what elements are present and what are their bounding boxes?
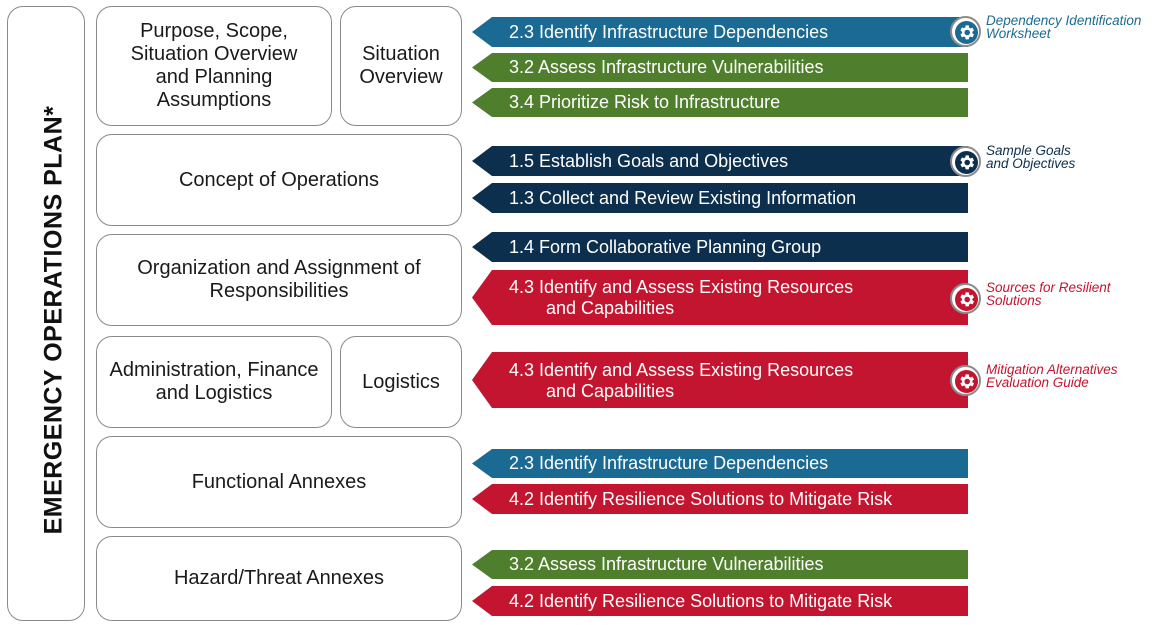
plan-title-box: EMERGENCY OPERATIONS PLAN* [7, 6, 85, 621]
section-hazard-annexes: Hazard/Threat Annexes [96, 536, 462, 621]
resource-label-line1: Dependency Identification [986, 13, 1142, 28]
resource-sample-goals[interactable]: Sample Goals and Objectives [950, 143, 1076, 177]
step-arrow: 2.3 Identify Infrastructure Dependencies [472, 17, 968, 47]
step-arrow: 4.3 Identify and Assess Existing Resourc… [472, 352, 968, 408]
section-concept-of-operations: Concept of Operations [96, 134, 462, 226]
section-purpose-label: Purpose, Scope, Situation Overview and P… [130, 20, 298, 111]
resource-label-line2: Solutions [986, 293, 1042, 308]
resource-label: Sources for Resilient Solutions [986, 280, 1111, 308]
gear-glyph [960, 292, 975, 307]
concept-label: Concept of Operations [178, 168, 380, 191]
step-arrow: 3.4 Prioritize Risk to Infrastructure [472, 88, 968, 117]
resource-sources-resilient-solutions[interactable]: Sources for Resilient Solutions [950, 280, 1111, 314]
step-label-line2: and Capabilities [546, 380, 675, 401]
step-arrow: 3.2 Assess Infrastructure Vulnerabilitie… [472, 550, 968, 579]
section-situation-overview: Situation Overview [340, 6, 462, 126]
step-arrow: 1.5 Establish Goals and Objectives [472, 146, 968, 176]
step-arrow: 3.2 Assess Infrastructure Vulnerabilitie… [472, 53, 968, 82]
step-arrow: 1.4 Form Collaborative Planning Group [472, 232, 968, 262]
step-arrow: 4.2 Identify Resilience Solutions to Mit… [472, 586, 968, 616]
administration-label: Administration, Finance and Logistics [109, 359, 319, 404]
gear-glyph [960, 155, 975, 170]
step-label: 3.2 Assess Infrastructure Vulnerabilitie… [509, 57, 824, 77]
step-label: 3.2 Assess Infrastructure Vulnerabilitie… [509, 554, 824, 574]
step-label: 2.3 Identify Infrastructure Dependencies [509, 453, 829, 473]
section-logistics: Logistics [340, 336, 462, 428]
step-label-line1: 4.3 Identify and Assess Existing Resourc… [509, 359, 854, 380]
resource-label-line1: Sources for Resilient [986, 280, 1111, 295]
section-purpose-scope: Purpose, Scope, Situation Overview and P… [96, 6, 332, 126]
step-label-line1: 4.3 Identify and Assess Existing Resourc… [509, 277, 854, 297]
hazard-label: Hazard/Threat Annexes [173, 567, 385, 589]
section-functional-annexes: Functional Annexes [96, 436, 462, 528]
step-arrow: 4.3 Identify and Assess Existing Resourc… [472, 270, 968, 325]
functional-label: Functional Annexes [191, 470, 367, 493]
step-label: 4.2 Identify Resilience Solutions to Mit… [509, 488, 893, 509]
step-label: 1.4 Form Collaborative Planning Group [509, 236, 822, 257]
section-organization: Organization and Assignment of Responsib… [96, 234, 462, 326]
gear-icon [950, 365, 981, 396]
resource-mitigation-alternatives[interactable]: Mitigation Alternatives Evaluation Guide [950, 362, 1118, 396]
step-label: 3.4 Prioritize Risk to Infrastructure [509, 92, 781, 112]
resource-label-line1: Sample Goals [986, 143, 1071, 158]
plan-title: EMERGENCY OPERATIONS PLAN* [39, 105, 68, 535]
step-label: 1.5 Establish Goals and Objectives [509, 150, 789, 171]
step-arrow: 2.3 Identify Infrastructure Dependencies [472, 449, 968, 478]
section-administration: Administration, Finance and Logistics [96, 336, 332, 428]
resource-label-line1: Mitigation Alternatives [986, 362, 1118, 377]
logistics-label: Logistics [362, 370, 440, 393]
resource-dependency-worksheet[interactable]: Dependency Identification Worksheet [950, 13, 1142, 47]
step-arrow: 1.3 Collect and Review Existing Informat… [472, 183, 968, 213]
gear-icon [950, 16, 981, 47]
step-label: 1.3 Collect and Review Existing Informat… [509, 187, 857, 208]
situation-overview-label: Situation Overview [359, 43, 443, 88]
organization-label: Organization and Assignment of Responsib… [137, 257, 421, 302]
resource-label: Mitigation Alternatives Evaluation Guide [986, 362, 1118, 390]
gear-icon [950, 146, 981, 177]
gear-glyph [960, 374, 975, 389]
resource-label: Dependency Identification Worksheet [986, 13, 1142, 41]
gear-glyph [960, 25, 975, 40]
step-label: 4.2 Identify Resilience Solutions to Mit… [509, 590, 893, 611]
resource-label-line2: Worksheet [986, 26, 1051, 41]
resource-label: Sample Goals and Objectives [986, 143, 1076, 171]
step-arrow: 4.2 Identify Resilience Solutions to Mit… [472, 484, 968, 514]
resource-label-line2: Evaluation Guide [986, 375, 1089, 390]
resource-label-line2: and Objectives [986, 156, 1076, 171]
step-label-line2: and Capabilities [546, 298, 675, 318]
step-label: 2.3 Identify Infrastructure Dependencies [509, 21, 829, 42]
gear-icon [950, 283, 981, 314]
